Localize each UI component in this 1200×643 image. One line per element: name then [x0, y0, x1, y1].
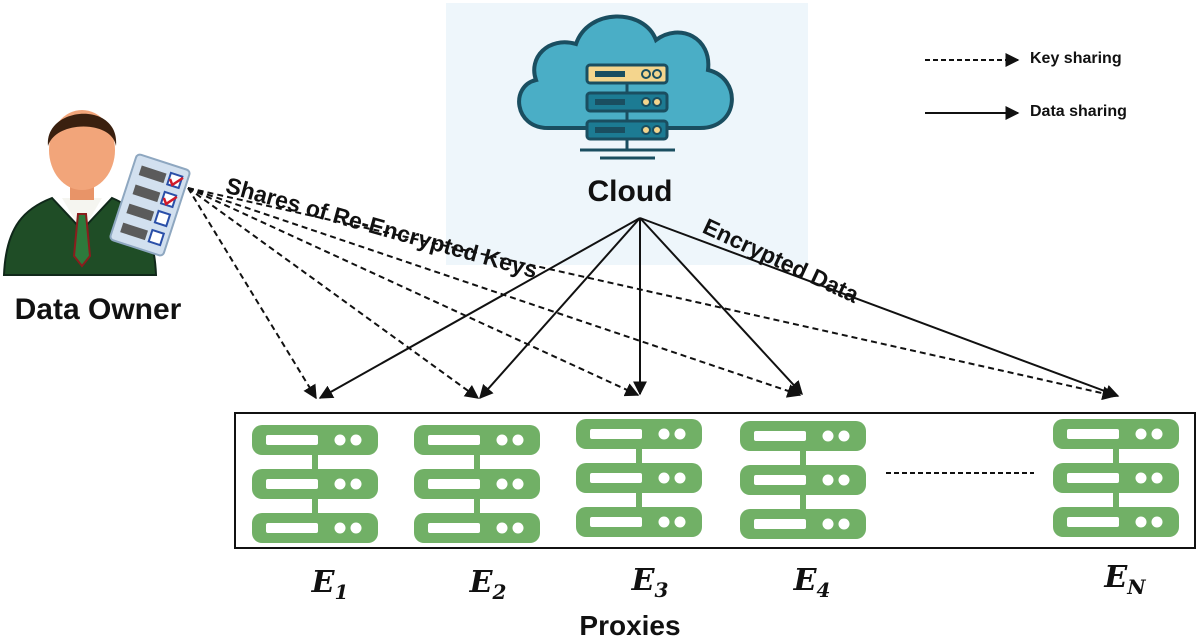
- proxy-label-e1: E1: [311, 565, 349, 604]
- cloud-label: Cloud: [587, 175, 673, 208]
- legend-data-sharing-label: Data sharing: [1030, 103, 1127, 120]
- data-arrow-e2: [479, 217, 641, 400]
- server-rack-icon-en: [1053, 419, 1179, 537]
- server-rack-icon-e2: [414, 425, 540, 543]
- legend-key-sharing-label: Key sharing: [1030, 50, 1122, 67]
- proxy-label-e4: E4: [793, 563, 831, 602]
- businessman-with-checklist-icon: [2, 110, 191, 276]
- server-rack-icon-e4: [740, 421, 866, 539]
- proxy-label-e3: E3: [631, 563, 669, 602]
- key-arrow-en: [187, 187, 1117, 401]
- server-rack-icon-e3: [576, 419, 702, 537]
- data-owner-label: Data Owner: [14, 293, 182, 326]
- data-arrow-en: [639, 217, 1120, 399]
- key-arrow-e3: [187, 187, 640, 397]
- proxy-label-en: EN: [1104, 560, 1146, 599]
- cloud-server-icon: [517, 14, 734, 160]
- server-rack-icon-e1: [252, 425, 378, 543]
- proxies-container: [234, 412, 1196, 549]
- proxy-label-e2: E2: [469, 565, 507, 604]
- data-arrow-e4: [639, 217, 803, 396]
- key-arrow-e4: [187, 187, 802, 398]
- proxies-label: Proxies: [579, 610, 681, 641]
- data-sharing-arrows: [318, 217, 1120, 400]
- key-sharing-arrows: [187, 187, 1117, 401]
- data-arrow-e1: [318, 217, 641, 399]
- key-arrow-e1: [187, 187, 317, 400]
- checklist-icon: [109, 153, 191, 257]
